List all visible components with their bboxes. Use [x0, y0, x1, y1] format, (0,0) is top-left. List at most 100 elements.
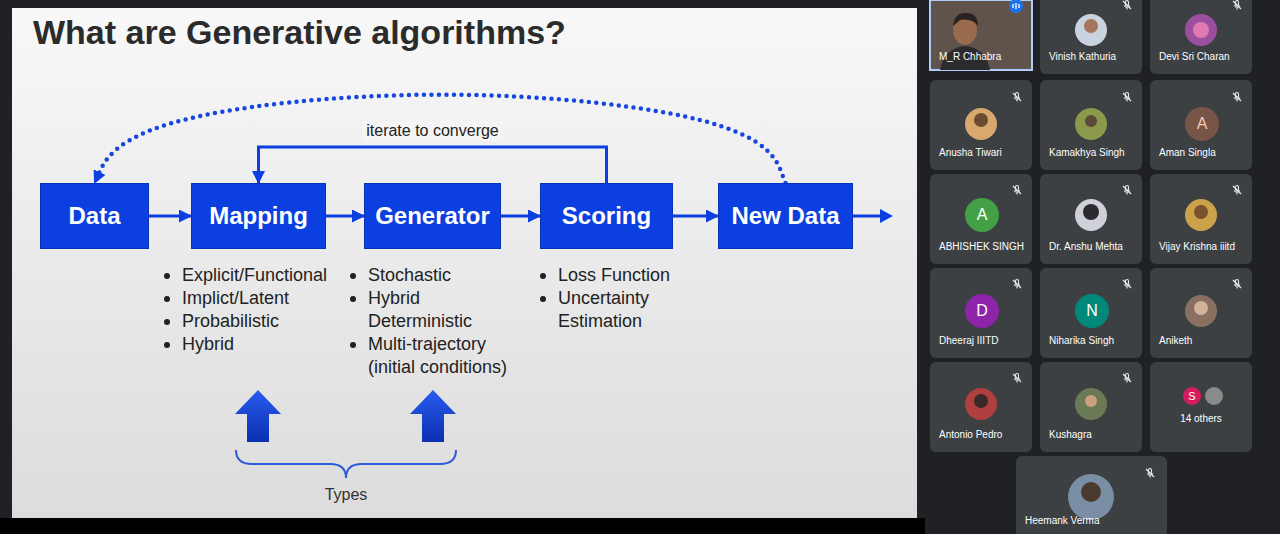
box-label: Data: [68, 202, 120, 230]
group-caption: Types: [306, 483, 386, 506]
participant-tile: Niharika SinghN: [1040, 268, 1142, 354]
participant-name: M_R Chhabra: [939, 51, 1026, 63]
participant-name: ABHISHEK SINGH: [939, 241, 1026, 253]
participant-name: Heemank Verma: [1025, 515, 1161, 527]
slide-panel: What are Generative algorithms? Data Mappi…: [12, 8, 917, 518]
mute-icon: [1123, 1, 1131, 10]
participant-name: Antonio Pedro: [939, 429, 1026, 441]
participant-count: 14 others: [1180, 413, 1222, 425]
mute-icon: [1123, 186, 1131, 195]
slide-title: What are Generative algorithms?: [33, 12, 566, 52]
flow-arrow: [326, 215, 364, 218]
avatar-letter: S: [1188, 391, 1195, 402]
speaking-bars: [1013, 3, 1019, 9]
participant-tile-background: [1150, 362, 1252, 452]
loop-arrow: [259, 147, 607, 183]
photo-face: [1085, 115, 1097, 127]
participant-tile: Kamakhya Singh: [1040, 80, 1142, 166]
letter-avatar: D: [965, 294, 999, 328]
process-box: Data: [40, 183, 149, 249]
participant-tile: Antonio Pedro: [930, 362, 1032, 448]
block-up-arrow: [235, 390, 281, 442]
photo-face: [1083, 204, 1099, 220]
participant-tile: Anusha Tiwari: [930, 80, 1032, 166]
box-label: Mapping: [209, 202, 308, 230]
curly-bracket: [236, 450, 456, 478]
photo-avatar: [1075, 199, 1107, 231]
photo-face: [1193, 22, 1209, 38]
caption-strip: [0, 518, 925, 534]
bullet-item: Uncertainty Estimation: [536, 287, 686, 333]
participant-name: Dheeraj IIITD: [939, 335, 1026, 347]
participant-name: Dr. Anshu Mehta: [1049, 241, 1136, 253]
participant-tile-background: [930, 362, 1032, 452]
mute-icon: [1013, 280, 1021, 289]
photo-face: [1084, 19, 1098, 33]
participant-tile-background: [1150, 268, 1252, 358]
participant-name: Vinish Kathuria: [1049, 51, 1136, 63]
letter-avatar: S: [1183, 387, 1201, 405]
box-label: New Data: [731, 202, 839, 230]
participant-tile-background: [930, 174, 1032, 264]
photo-face: [974, 394, 988, 408]
photo-face: [1081, 482, 1101, 502]
mute-icon: [1233, 1, 1241, 10]
bullet-item: Hybrid Deterministic: [346, 287, 476, 333]
mute-icons: [1013, 1, 1241, 478]
mute-icon: [1013, 93, 1021, 102]
participant-tile-background: [1040, 268, 1142, 358]
slide-background: [12, 8, 917, 518]
mute-icon: [1013, 186, 1021, 195]
mute-icon: [1233, 93, 1241, 102]
photo-avatar: [1075, 14, 1107, 46]
flow-arrow: [149, 215, 191, 218]
video-frame: [930, 0, 1032, 70]
photo-face: [1194, 205, 1208, 219]
photo-avatar: [1068, 474, 1114, 520]
participant-tile: Kushagra: [1040, 362, 1142, 448]
avatar-letter: A: [977, 207, 988, 223]
participant-tile: Aniketh: [1150, 268, 1252, 354]
photo-avatar: [1205, 387, 1223, 405]
photo-face: [1085, 395, 1097, 407]
photo-avatar: [1075, 388, 1107, 420]
participant-tile: Dr. Anshu Mehta: [1040, 174, 1142, 260]
letter-avatar: A: [1185, 107, 1219, 141]
edge-label: iterate to converge: [362, 121, 503, 141]
avatar-letter: N: [1086, 303, 1098, 319]
participant-name: Vijay Krishna iiitd: [1159, 241, 1246, 253]
photo-avatar: [965, 108, 997, 140]
photo-avatar: [1185, 199, 1217, 231]
video-feed: [930, 0, 1032, 70]
speaking-indicator: [1009, 0, 1023, 13]
bullet-item: Hybrid: [160, 333, 340, 356]
photo-avatar: [965, 388, 997, 420]
bullet-item: Implict/Latent: [160, 287, 340, 310]
participant-name: Anusha Tiwari: [939, 147, 1026, 159]
mute-icon: [1123, 93, 1131, 102]
participant-tile-background: [1016, 456, 1167, 534]
participant-tile-background: [1150, 80, 1252, 170]
box-label: Scoring: [562, 202, 651, 230]
bullet-item: Multi-trajectory (initial conditions): [346, 333, 511, 379]
speaker-outline: [930, 0, 1032, 70]
letter-avatar: A: [965, 198, 999, 232]
participant-name: Aniketh: [1159, 335, 1246, 347]
participant-tile-background: [1040, 362, 1142, 452]
mute-icon: [1233, 280, 1241, 289]
tile-group: [930, 0, 1252, 534]
photo-face: [974, 113, 988, 127]
bullet-item: Loss Function: [536, 264, 686, 287]
photo-avatar: [1075, 108, 1107, 140]
flow-arrow: [501, 215, 540, 218]
mute-icon: [1123, 374, 1131, 383]
participant-tile: ABHISHEK SINGH A: [930, 174, 1032, 260]
process-box: Mapping: [191, 183, 326, 249]
mute-icon: [1013, 374, 1021, 383]
participant-name: Devi Sri Charan: [1159, 51, 1246, 63]
participant-tile: 14 others S: [1150, 362, 1252, 448]
person-hair: [953, 13, 978, 26]
bullet-item: Probabilistic: [160, 310, 340, 333]
mute-icon: [1233, 186, 1241, 195]
mute-icon: [1123, 280, 1131, 289]
